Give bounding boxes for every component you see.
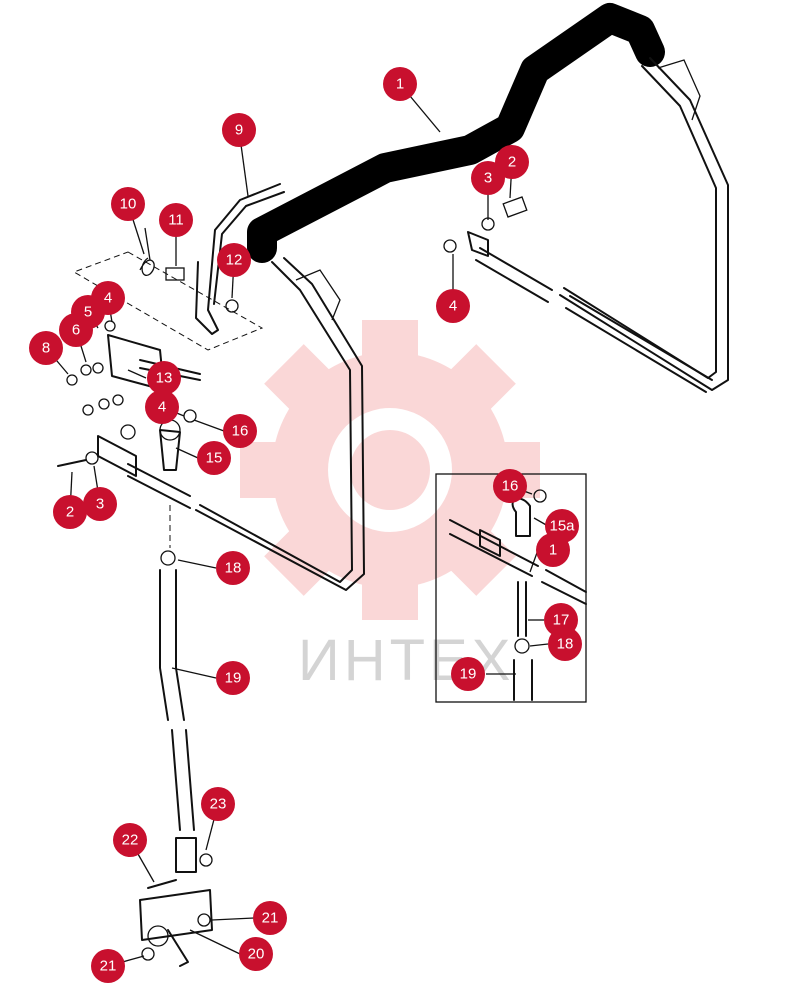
callout-label: 21	[262, 910, 279, 927]
callout-label: 4	[449, 298, 457, 315]
callout-label: 12	[226, 252, 243, 269]
callout-label: 2	[66, 504, 74, 521]
callout-15: 15	[197, 441, 231, 475]
callout-label: 2	[508, 154, 516, 171]
callout-label: 16	[232, 423, 249, 440]
callout-label: 5	[84, 304, 92, 321]
callout-label: 3	[96, 496, 104, 513]
callout-label: 13	[156, 370, 173, 387]
callout-2: 2	[495, 145, 529, 179]
callout-3b: 3	[83, 487, 117, 521]
control-rod	[139, 505, 213, 967]
callout-12: 12	[217, 243, 251, 277]
callout-21: 21	[253, 901, 287, 935]
callout-label: 22	[122, 832, 139, 849]
callout-1: 1	[383, 67, 417, 101]
watermark-gear-icon	[240, 320, 540, 620]
callout-11: 11	[159, 203, 193, 237]
callout-label: 15a	[549, 518, 575, 535]
callout-10: 10	[111, 187, 145, 221]
callout-3: 3	[471, 161, 505, 195]
callout-21b: 21	[91, 949, 125, 983]
callout-23: 23	[201, 787, 235, 821]
callout-1b: 1	[536, 533, 570, 567]
callout-9: 9	[222, 113, 256, 147]
callout-4c: 4	[145, 390, 179, 424]
callout-label: 19	[225, 670, 242, 687]
callout-22: 22	[113, 823, 147, 857]
callout-18: 18	[216, 551, 250, 585]
callout-20: 20	[239, 937, 273, 971]
callout-16b: 16	[493, 469, 527, 503]
callout-19b: 19	[451, 657, 485, 691]
callout-label: 1	[549, 542, 557, 559]
callout-label: 18	[557, 636, 574, 653]
callout-label: 4	[158, 399, 166, 416]
callout-8: 8	[29, 331, 63, 365]
callout-2b: 2	[53, 495, 87, 529]
callout-18b: 18	[548, 627, 582, 661]
callout-label: 18	[225, 560, 242, 577]
callout-label: 1	[396, 76, 404, 93]
handle-bar	[195, 3, 729, 591]
callout-label: 8	[42, 340, 50, 357]
callout-label: 10	[120, 196, 137, 213]
callout-label: 21	[100, 958, 117, 975]
callout-label: 19	[460, 666, 477, 683]
callout-label: 20	[248, 946, 265, 963]
callout-16: 16	[223, 414, 257, 448]
callout-4: 4	[436, 289, 470, 323]
callout-label: 4	[104, 290, 112, 307]
callout-6: 6	[59, 313, 93, 347]
callout-19: 19	[216, 661, 250, 695]
callout-label: 16	[502, 478, 519, 495]
callout-label: 11	[168, 212, 184, 229]
callout-label: 17	[553, 612, 570, 629]
callout-label: 9	[235, 122, 243, 139]
right-lower-bar	[443, 196, 713, 393]
callout-label: 6	[72, 322, 80, 339]
callout-label: 3	[484, 170, 492, 187]
callout-13: 13	[147, 361, 181, 395]
callout-label: 15	[206, 450, 223, 467]
callout-label: 23	[210, 796, 227, 813]
